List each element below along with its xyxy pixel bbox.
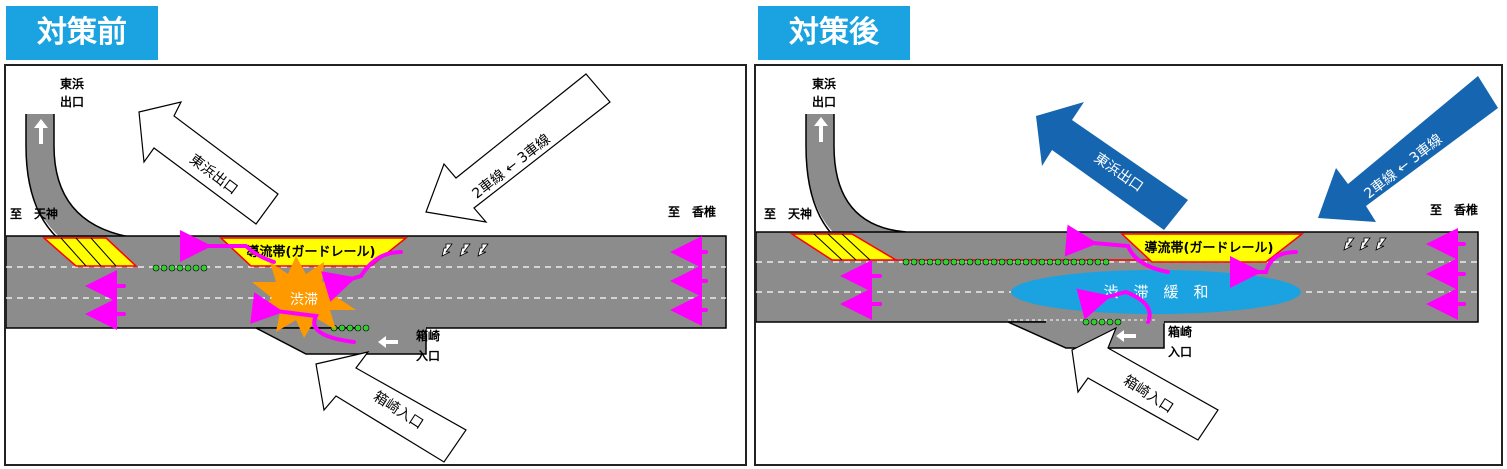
relief-label: 渋 滞 緩 和 bbox=[1103, 283, 1208, 301]
guide-zone bbox=[1120, 233, 1305, 263]
entrance-arrow-icon bbox=[1116, 330, 1136, 342]
entrance-arrow-icon bbox=[378, 336, 398, 348]
entrance-label-2: 入口 bbox=[416, 349, 440, 363]
green-dots-row bbox=[902, 258, 1110, 266]
entrance-label-2: 入口 bbox=[1168, 345, 1192, 359]
congestion-burst bbox=[252, 256, 356, 338]
up-arrow-icon bbox=[814, 117, 828, 142]
green-dots-entrance bbox=[1082, 318, 1122, 326]
exit-label-1: 東浜 bbox=[60, 76, 84, 91]
exit-outline-arrow bbox=[138, 101, 279, 225]
to-kashii-label: 至 香椎 bbox=[1430, 202, 1478, 217]
small-white-arrows bbox=[441, 243, 489, 257]
entrance-outline-arrow bbox=[315, 351, 467, 463]
congestion-label: 渋滞 bbox=[290, 292, 318, 308]
exit-label-1: 東浜 bbox=[812, 76, 836, 91]
small-white-arrows bbox=[1343, 237, 1387, 251]
guide-zone-label: 導流帯(ガードレール) bbox=[1145, 240, 1274, 256]
exit-ramp bbox=[806, 114, 906, 262]
to-tenjin-label: 至 天神 bbox=[764, 206, 812, 221]
panel-after: 導流帯(ガードレール) 渋 滞 緩 和 東浜出口 2車線 ← 3車線 箱崎入口 … bbox=[754, 64, 1503, 466]
entrance-label-1: 箱崎 bbox=[416, 328, 440, 343]
diagram-after: 導流帯(ガードレール) 渋 滞 緩 和 東浜出口 2車線 ← 3車線 箱崎入口 … bbox=[756, 76, 1498, 441]
exit-label-2: 出口 bbox=[60, 94, 84, 109]
to-kashii-label: 至 香椎 bbox=[668, 204, 716, 219]
exit-blue-arrow bbox=[1036, 102, 1188, 230]
magenta-arrows bbox=[85, 230, 708, 344]
lanes-outline-arrow bbox=[425, 73, 611, 223]
diagram-before: 導流帯(ガードレール) 渋滞 東浜出口 2車線 ← 3車線 箱崎入口 東浜 出口… bbox=[6, 73, 727, 463]
entrance-outline-arrow bbox=[1071, 326, 1219, 441]
panel-before: 導流帯(ガードレール) 渋滞 東浜出口 2車線 ← 3車線 箱崎入口 東浜 出口… bbox=[4, 64, 747, 466]
entrance-label-1: 箱崎 bbox=[1168, 324, 1192, 339]
tab-before: 対策前 bbox=[6, 6, 158, 60]
exit-label-2: 出口 bbox=[812, 94, 836, 109]
to-tenjin-label: 至 天神 bbox=[10, 206, 58, 221]
up-arrow-icon bbox=[34, 119, 48, 144]
green-dots-left bbox=[152, 264, 208, 272]
magenta-arrows bbox=[840, 224, 1466, 324]
tab-after: 対策後 bbox=[758, 6, 910, 60]
exit-ramp bbox=[26, 114, 146, 266]
lanes-blue-arrow bbox=[1318, 76, 1498, 222]
guide-zone-label: 導流帯(ガードレール) bbox=[247, 244, 376, 260]
